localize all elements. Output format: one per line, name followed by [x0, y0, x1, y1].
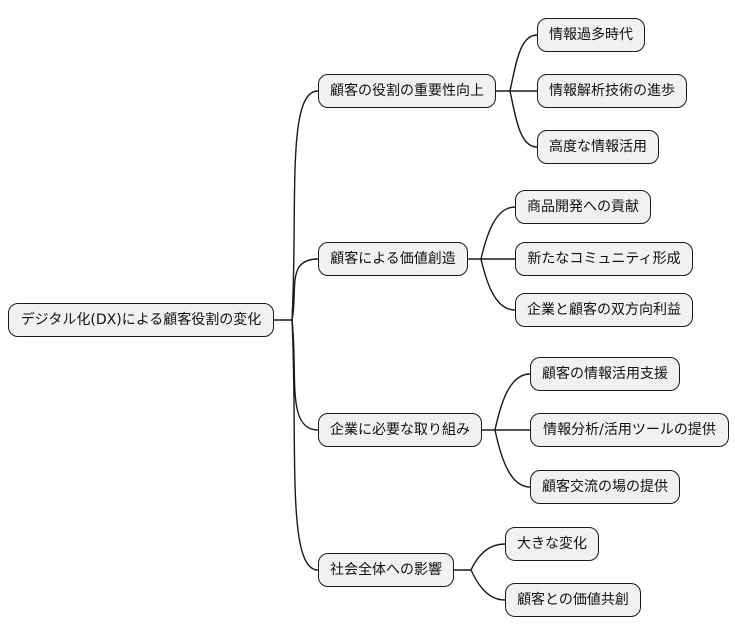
node-branch-customer-value-creation[interactable]: 顧客による価値創造 — [318, 242, 468, 276]
node-leaf-analysis-tools-provision[interactable]: 情報分析/活用ツールの提供 — [530, 413, 729, 447]
edge-root-to-branch-1 — [291, 90, 319, 321]
edge-branch-3-to-leaf-3 — [494, 429, 531, 488]
node-leaf-product-dev-contribution[interactable]: 商品開発への貢献 — [515, 190, 651, 224]
node-branch-customer-role-importance[interactable]: 顧客の役割の重要性向上 — [318, 74, 496, 108]
node-root[interactable]: デジタル化(DX)による顧客役割の変化 — [8, 303, 274, 337]
node-leaf-new-community-formation[interactable]: 新たなコミュニティ形成 — [515, 242, 693, 276]
edge-branch-1-to-leaf-3 — [509, 90, 538, 148]
node-branch-societal-impact[interactable]: 社会全体への影響 — [318, 553, 454, 587]
node-leaf-mutual-benefit[interactable]: 企業と顧客の双方向利益 — [515, 293, 693, 327]
node-leaf-analysis-tech-progress[interactable]: 情報解析技術の進歩 — [537, 74, 687, 108]
edge-branch-4-to-leaf-1 — [470, 543, 506, 571]
edge-branch-4-to-leaf-2 — [470, 569, 506, 601]
node-leaf-big-change[interactable]: 大きな変化 — [505, 527, 599, 561]
edge-root-to-branch-3 — [291, 319, 319, 431]
node-branch-company-initiatives[interactable]: 企業に必要な取り組み — [318, 413, 482, 447]
edge-branch-3-to-leaf-1 — [494, 373, 531, 431]
node-leaf-advanced-info-use[interactable]: 高度な情報活用 — [537, 130, 659, 164]
edge-branch-2-to-leaf-3 — [480, 258, 516, 311]
edge-branch-1-to-leaf-1 — [509, 34, 538, 92]
node-leaf-value-cocreation[interactable]: 顧客との価値共創 — [505, 583, 641, 617]
node-leaf-exchange-place-provision[interactable]: 顧客交流の場の提供 — [530, 470, 680, 504]
edge-branch-2-to-leaf-1 — [480, 206, 516, 260]
edge-root-to-branch-4 — [291, 319, 319, 571]
edge-root-to-branch-2 — [291, 258, 319, 321]
node-leaf-information-overload-era[interactable]: 情報過多時代 — [537, 18, 645, 52]
node-leaf-customer-info-support[interactable]: 顧客の情報活用支援 — [530, 357, 680, 391]
